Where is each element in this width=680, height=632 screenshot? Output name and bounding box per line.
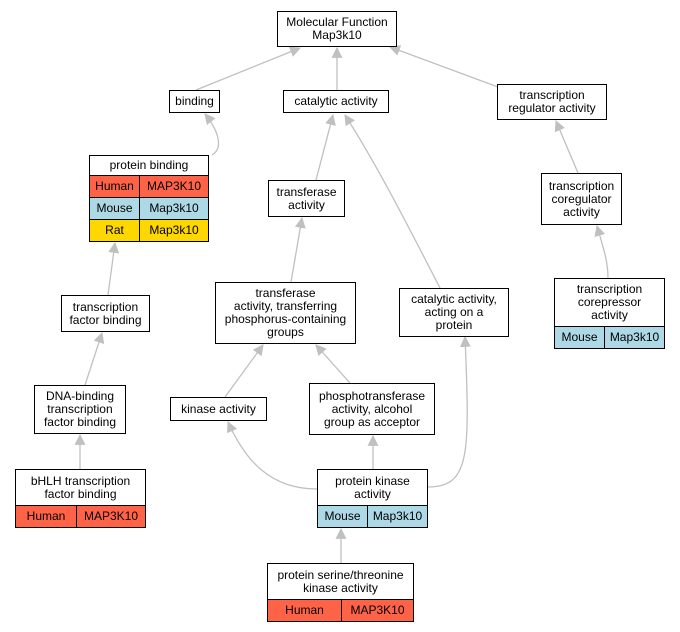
species-cell: Rat — [90, 220, 139, 241]
annotation-row-rat: Rat Map3k10 — [90, 219, 208, 241]
gene-cell: Map3k10 — [139, 220, 208, 241]
node-title: protein kinase activity — [335, 473, 410, 501]
node-catalytic-acting-on-protein[interactable]: catalytic activity, acting on a protein — [399, 288, 509, 337]
annotation-row-human: Human MAP3K10 — [16, 505, 145, 527]
edge-protein-binding-to-binding — [204, 113, 220, 156]
node-protein-binding[interactable]: protein binding Human MAP3K10 Mouse Map3… — [89, 155, 209, 242]
species-cell: Mouse — [90, 198, 139, 219]
node-title: transcription regulator activity — [508, 88, 596, 115]
species-cell: Mouse — [318, 506, 367, 527]
species-cell: Human — [268, 600, 341, 621]
edge-kinase-to-tpcg — [224, 344, 264, 398]
annotation-row-mouse: Mouse Map3k10 — [555, 326, 664, 348]
node-molecular-function[interactable]: Molecular Function Map3k10 — [277, 11, 397, 47]
node-title: bHLH transcription factor binding — [30, 473, 131, 501]
node-phosphotransferase-alcohol[interactable]: phosphotransferase activity, alcohol gro… — [309, 383, 435, 435]
edge-cap-to-catalytic — [344, 114, 441, 289]
gene-cell: MAP3K10 — [139, 176, 208, 197]
node-transferase-phosphorus[interactable]: transferase activity, transferring phosp… — [215, 282, 356, 344]
node-protein-kinase-activity[interactable]: protein kinase activity Mouse Map3k10 — [317, 469, 428, 528]
node-title: DNA-binding transcription factor binding — [43, 389, 117, 429]
edge-tpcg-to-transferase — [290, 216, 306, 283]
annotation-row-human: Human MAP3K10 — [268, 599, 413, 621]
edge-tfb-to-protein-binding — [107, 241, 120, 296]
edge-pka-to-kinase — [227, 420, 318, 490]
node-title: Molecular Function Map3k10 — [286, 15, 388, 42]
gene-cell: Map3k10 — [367, 506, 427, 527]
edge-transferase-to-catalytic — [315, 113, 336, 181]
node-title: catalytic activity, acting on a protein — [411, 292, 497, 332]
node-title: kinase activity — [181, 401, 256, 416]
edge-binding-to-mf — [195, 46, 302, 91]
node-title: transcription factor binding — [69, 299, 142, 327]
edge-tra-to-mf — [388, 45, 499, 88]
species-cell: Human — [16, 506, 76, 527]
node-title: catalytic activity — [294, 94, 378, 108]
edge-pka-to-cap — [427, 335, 471, 488]
gene-cell: Map3k10 — [139, 198, 208, 219]
node-transcription-regulator-activity[interactable]: transcription regulator activity — [497, 84, 607, 120]
node-transcription-coregulator-activity[interactable]: transcription coregulator activity — [541, 173, 622, 225]
node-dna-binding-tf-binding[interactable]: DNA-binding transcription factor binding — [34, 385, 126, 434]
species-cell: Mouse — [555, 327, 604, 348]
node-transcription-factor-binding[interactable]: transcription factor binding — [61, 295, 150, 332]
annotation-row-mouse: Mouse Map3k10 — [318, 505, 427, 527]
node-binding[interactable]: binding — [169, 90, 220, 113]
node-title: transferase activity — [276, 184, 337, 212]
node-title: transferase activity, transferring phosp… — [224, 286, 347, 339]
gene-cell: MAP3K10 — [341, 600, 413, 621]
edge-corep-to-coreg — [594, 224, 609, 279]
edge-phospho-to-tpcg — [315, 344, 351, 384]
node-kinase-activity[interactable]: kinase activity — [170, 397, 267, 421]
annotation-row-mouse: Mouse Map3k10 — [90, 197, 208, 219]
annotation-row-human: Human MAP3K10 — [90, 175, 208, 197]
node-title: transcription corepressor activity — [576, 282, 643, 322]
gene-cell: Map3k10 — [604, 327, 664, 348]
edge-dnatfb-to-tfb — [84, 331, 105, 386]
node-protein-ser-thr-kinase[interactable]: protein serine/threonine kinase activity… — [267, 563, 414, 622]
node-title: phosphotransferase activity, alcohol gro… — [318, 388, 426, 429]
species-cell: Human — [90, 176, 139, 197]
node-transferase-activity[interactable]: transferase activity — [268, 180, 345, 217]
node-title: protein binding — [109, 158, 189, 172]
edge-coreg-to-tra — [554, 119, 579, 174]
node-bhlh-tf-binding[interactable]: bHLH transcription factor binding Human … — [15, 469, 146, 528]
gene-cell: MAP3K10 — [76, 506, 145, 527]
node-title: protein serine/threonine kinase activity — [277, 567, 404, 595]
node-catalytic-activity[interactable]: catalytic activity — [283, 90, 389, 113]
node-transcription-corepressor-activity[interactable]: transcription corepressor activity Mouse… — [554, 278, 665, 349]
node-title: transcription coregulator activity — [548, 178, 615, 219]
node-title: binding — [175, 94, 214, 108]
